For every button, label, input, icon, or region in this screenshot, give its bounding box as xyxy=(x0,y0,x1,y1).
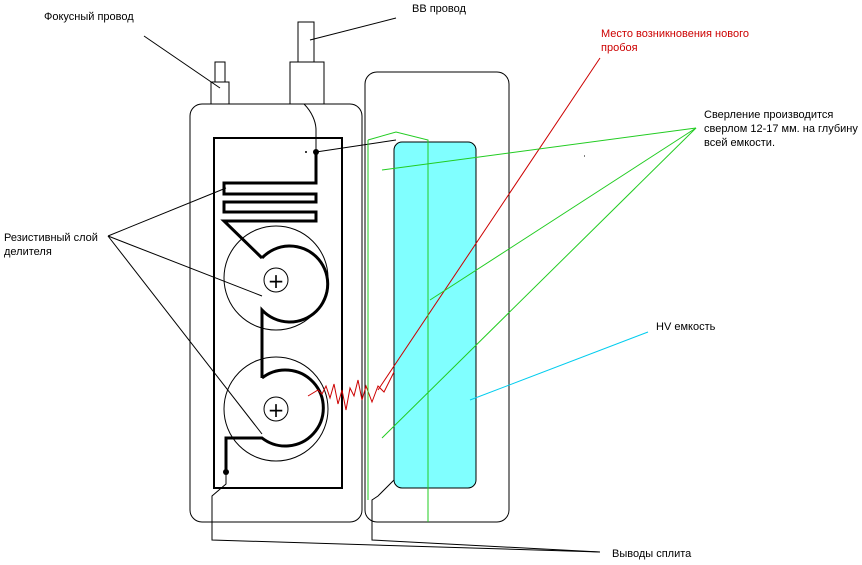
drilling-label-line2: сверлом 12-17 мм. на глубину xyxy=(704,123,858,135)
drill-outline xyxy=(367,131,429,522)
resistive-leader-1 xyxy=(107,187,227,237)
resistive-label-line1: Резистивный слой xyxy=(4,232,98,244)
hv-to-capacitor-lead xyxy=(315,139,397,153)
divider-housing xyxy=(189,103,363,523)
breakdown-label-line1: Место возникновения нового xyxy=(601,28,749,40)
upper-terminal xyxy=(263,267,289,293)
focus-wire-label: Фокусный провод xyxy=(44,11,134,23)
hv-wire-path xyxy=(303,103,317,152)
lower-resistor-spiral xyxy=(224,368,325,472)
focus-wire-terminal xyxy=(210,81,230,105)
resistive-label-line2: делителя xyxy=(4,246,52,258)
resistive-leader-3 xyxy=(107,235,263,435)
divider-board xyxy=(213,137,343,489)
hv-wire-terminal xyxy=(289,61,325,105)
breakdown-arc xyxy=(307,371,395,411)
resistive-leader-2 xyxy=(107,235,263,297)
focus-wire-pin xyxy=(214,61,226,83)
upper-terminal-plus: + xyxy=(268,269,285,293)
hv-wire-pin xyxy=(297,21,315,63)
hv-capacitor-pointer xyxy=(469,331,649,401)
resistive-layer-trace xyxy=(220,152,318,260)
split-leads-label: Выводы сплита xyxy=(612,548,692,560)
split-lead-right xyxy=(371,477,601,553)
hv-wire-leader xyxy=(309,17,397,41)
split-lead-left xyxy=(211,472,601,553)
small-dot xyxy=(305,151,307,153)
breakdown-label-line2: пробоя xyxy=(601,42,638,54)
lower-terminal xyxy=(263,396,289,422)
upper-resistor-spiral xyxy=(260,244,330,378)
hv-capacitor xyxy=(393,141,477,489)
lower-resistor-disc xyxy=(223,356,329,462)
lower-terminal-plus: + xyxy=(268,398,285,422)
breakdown-pointer xyxy=(377,57,601,391)
drill-pointer-3 xyxy=(381,127,697,439)
drilling-label-line3: всей емкости. xyxy=(704,137,775,149)
drilling-label-line1: Сверление производится xyxy=(704,109,833,121)
hv-capacitor-label: HV емкость xyxy=(656,321,716,333)
capacitor-housing xyxy=(364,71,510,523)
focus-wire-leader xyxy=(143,35,221,89)
drill-pointer-1 xyxy=(381,127,697,171)
drill-pointer-2 xyxy=(429,127,697,301)
hv-wire-label: ВВ провод xyxy=(412,3,467,15)
